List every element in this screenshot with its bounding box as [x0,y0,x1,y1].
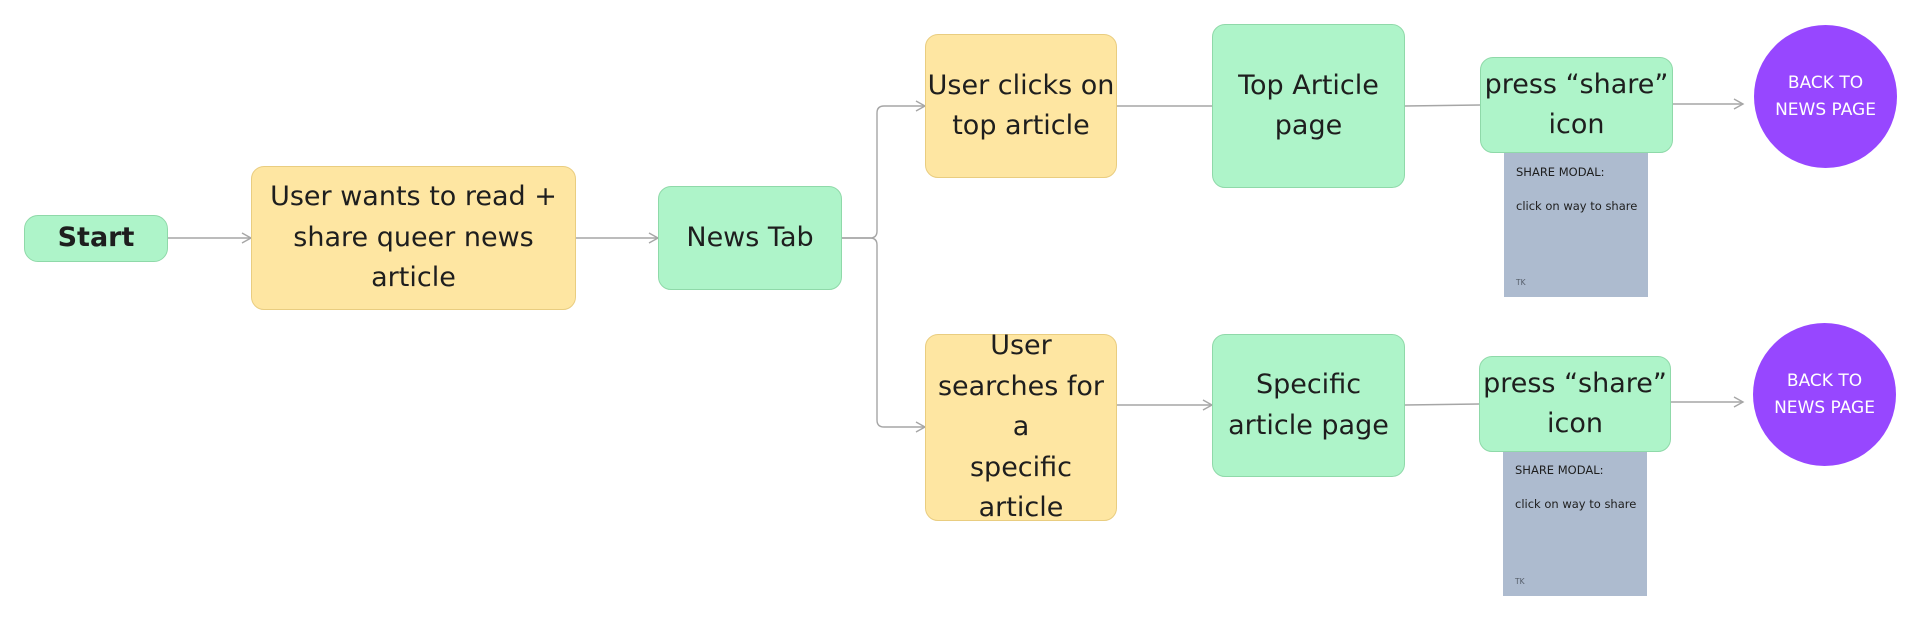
bottom-press-share-line2: icon [1547,408,1603,439]
bottom-share-modal: SHARE MODAL: click on way to share TK [1503,448,1647,596]
connector-toppage-to-share [1404,104,1481,107]
news-tab-label: News Tab [686,221,814,253]
search-line2: searches for a [937,370,1105,443]
bottom-share-modal-footer: TK [1515,577,1525,586]
bottom-press-share-line1: press “share” [1483,367,1667,399]
specific-article-page-node: Specific article page [1212,334,1405,477]
search-line3: specific [969,451,1072,483]
top-share-modal-body: click on way to share [1516,199,1638,213]
search-article-node: User searches for a specific article [925,330,1117,523]
specific-page-line1: Specific [1255,369,1362,400]
bottom-back-to-news-node: BACK TO NEWS PAGE [1753,323,1896,466]
user-goal-line2: share queer news article [293,221,534,294]
connector-specific-to-share [1404,403,1480,406]
bottom-back-line2: NEWS PAGE [1774,397,1875,418]
top-share-modal: SHARE MODAL: click on way to share TK [1504,150,1648,297]
search-line1: User [990,330,1052,362]
specific-page-line2: article page [1228,409,1389,441]
top-article-page-line2: page [1274,110,1343,141]
user-goal-node: User wants to read + share queer news ar… [251,166,576,310]
top-article-page-node: Top Article page [1212,24,1405,188]
bottom-press-share-node: press “share” icon [1479,356,1671,452]
top-back-to-news-node: BACK TO NEWS PAGE [1754,25,1897,168]
start-label: Start [57,222,135,254]
bottom-share-modal-body: click on way to share [1515,497,1637,511]
top-press-share-line2: icon [1548,109,1605,140]
search-line4: article [978,492,1064,524]
connector-newstab-to-search [842,237,927,433]
start-node: Start [24,215,168,262]
clicks-top-line2: top article [952,110,1090,141]
top-share-modal-title: SHARE MODAL: [1516,165,1605,179]
news-tab-node: News Tab [658,186,842,290]
connector-newstab-to-top [842,100,927,239]
clicks-top-line1: User clicks on [927,69,1115,101]
top-share-modal-footer: TK [1516,278,1526,287]
bottom-share-modal-title: SHARE MODAL: [1515,463,1604,477]
top-press-share-node: press “share” icon [1480,57,1673,153]
top-back-line2: NEWS PAGE [1775,99,1876,120]
top-press-share-line1: press “share” [1484,68,1669,100]
user-goal-line1: User wants to read + [270,181,557,213]
clicks-top-article-node: User clicks on top article [925,34,1117,178]
bottom-back-line1: BACK TO [1786,371,1863,392]
top-back-line1: BACK TO [1787,73,1864,94]
top-article-page-line1: Top Article [1238,69,1379,101]
